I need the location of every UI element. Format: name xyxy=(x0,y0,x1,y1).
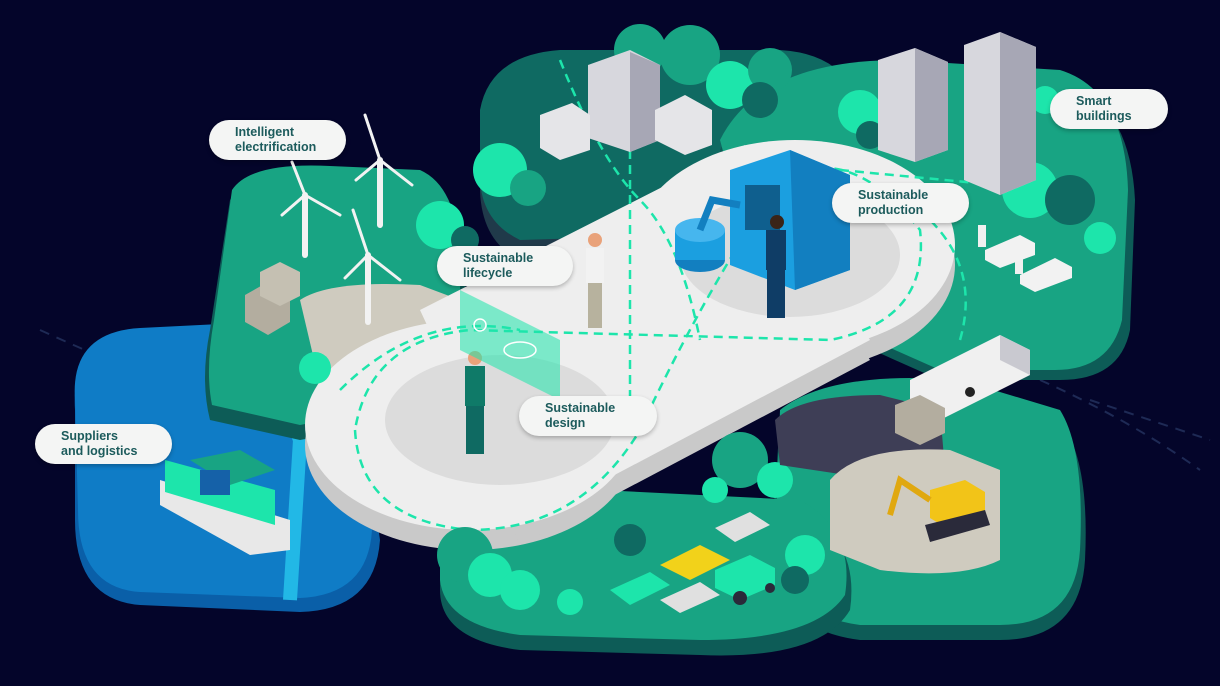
charging-station xyxy=(1015,252,1023,274)
tractor xyxy=(715,555,775,605)
electric-cars xyxy=(978,225,1072,292)
robot-arm xyxy=(696,196,741,232)
background-connection-lines xyxy=(39,329,1211,471)
label-intelligent-electrification: Intelligent electrification xyxy=(209,120,346,160)
wind-turbine xyxy=(343,208,402,325)
wind-turbine xyxy=(280,160,342,258)
label-suppliers-logistics: Suppliers and logistics xyxy=(35,424,172,464)
people xyxy=(465,215,786,454)
car xyxy=(1020,258,1072,292)
label-sustainable-design: Sustainable design xyxy=(519,396,657,436)
car xyxy=(985,235,1035,268)
label-line: production xyxy=(858,203,924,217)
label-line: Sustainable xyxy=(858,188,929,202)
wind-island xyxy=(205,165,466,440)
container-ship xyxy=(160,450,290,555)
label-line: and logistics xyxy=(61,444,138,458)
label-sustainable-production: Sustainable production xyxy=(832,183,969,223)
wind-turbines xyxy=(280,113,414,325)
label-line: Smart xyxy=(1076,94,1112,108)
rock-hexagon xyxy=(260,262,300,306)
label-line: Suppliers xyxy=(61,429,118,443)
mine-site xyxy=(775,395,1000,574)
trees xyxy=(299,24,1116,615)
label-line: Sustainable xyxy=(463,251,534,265)
person-designer xyxy=(465,351,485,454)
label-line: electrification xyxy=(235,140,317,154)
person-engineer xyxy=(586,233,604,328)
house xyxy=(655,95,712,155)
excavator xyxy=(887,475,990,542)
label-line: Sustainable xyxy=(545,401,616,415)
fields xyxy=(610,512,775,613)
label-line: buildings xyxy=(1076,109,1132,123)
label-smart-buildings: Smart buildings xyxy=(1050,89,1168,129)
label-line: Intelligent xyxy=(235,125,295,139)
label-line: lifecycle xyxy=(463,266,513,280)
wind-turbine xyxy=(354,113,414,228)
label-sustainable-lifecycle: Sustainable lifecycle xyxy=(437,246,573,286)
top-buildings xyxy=(540,32,1036,195)
holographic-screen xyxy=(460,290,560,400)
label-line: design xyxy=(545,416,586,430)
charging-station xyxy=(978,225,986,247)
person-worker xyxy=(766,215,786,318)
storage-unit xyxy=(540,103,590,160)
